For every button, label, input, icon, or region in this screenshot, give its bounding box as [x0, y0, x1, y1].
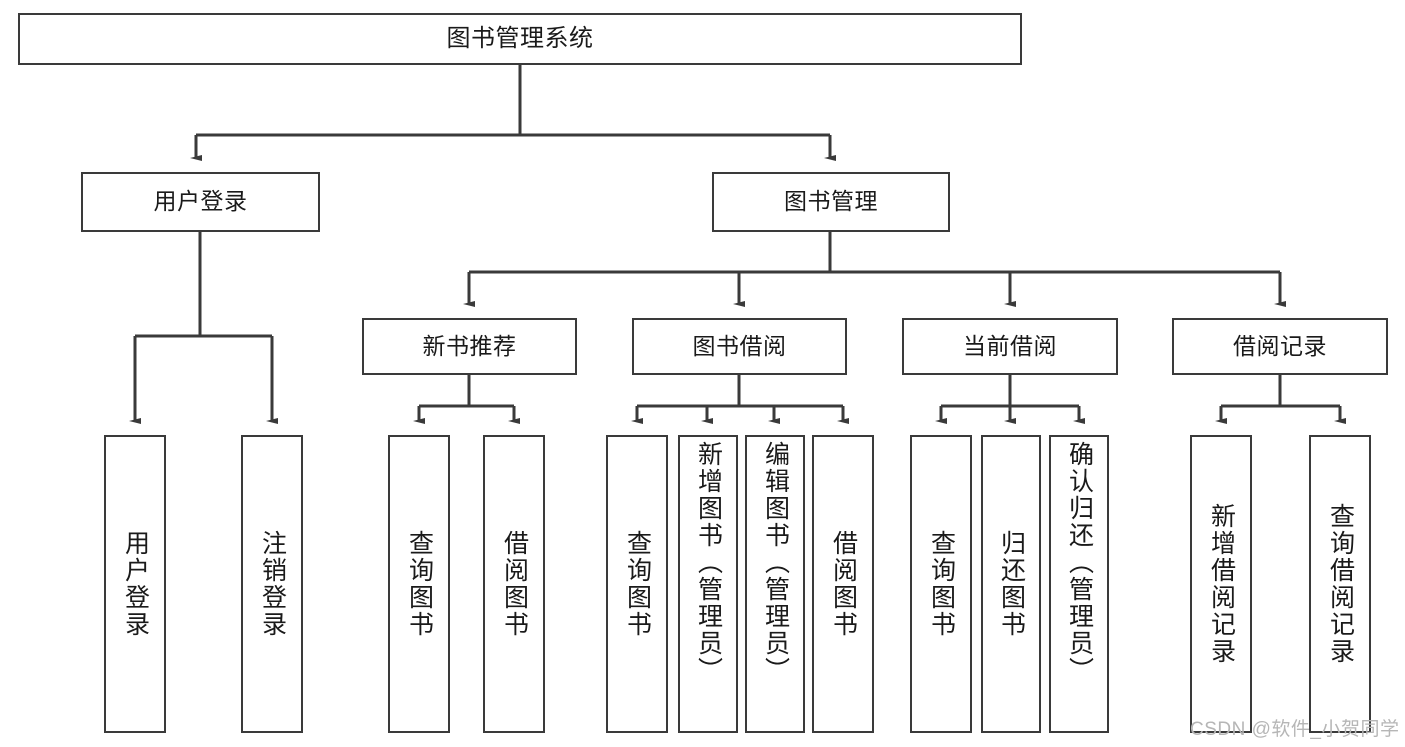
node-leaf-borrow-book-1-label: 借阅图书: [500, 530, 529, 638]
node-leaf-query-book-1[interactable]: 查询图书: [388, 435, 450, 733]
node-book-management[interactable]: 图书管理: [712, 172, 950, 232]
node-borrow-record[interactable]: 借阅记录: [1172, 318, 1388, 375]
watermark-label: CSDN @软件_小贺同学: [1190, 719, 1400, 740]
node-user-login[interactable]: 用户登录: [81, 172, 320, 232]
node-leaf-add-book[interactable]: 新增图书（管理员）: [678, 435, 738, 733]
node-leaf-user-logout-label: 注销登录: [258, 530, 287, 638]
node-book-borrow[interactable]: 图书借阅: [632, 318, 847, 375]
node-root[interactable]: 图书管理系统: [18, 13, 1022, 65]
node-leaf-return-book-label: 归还图书: [997, 530, 1026, 638]
node-current-borrow[interactable]: 当前借阅: [902, 318, 1118, 375]
node-leaf-borrow-book-1[interactable]: 借阅图书: [483, 435, 545, 733]
node-book-borrow-label: 图书借阅: [692, 332, 787, 359]
node-leaf-borrow-book-2-label: 借阅图书: [829, 530, 858, 638]
node-new-book-recommend-label: 新书推荐: [422, 332, 517, 359]
node-leaf-query-book-2-label: 查询图书: [623, 530, 652, 638]
node-current-borrow-label: 当前借阅: [963, 332, 1057, 359]
node-leaf-confirm-return-label: 确认归还（管理员）: [1065, 441, 1094, 684]
node-borrow-record-label: 借阅记录: [1233, 332, 1327, 359]
node-root-label: 图书管理系统: [446, 24, 594, 52]
node-leaf-return-book[interactable]: 归还图书: [981, 435, 1041, 733]
node-leaf-query-book-3-label: 查询图书: [927, 530, 956, 638]
node-leaf-confirm-return[interactable]: 确认归还（管理员）: [1049, 435, 1109, 733]
node-leaf-query-record-label: 查询借阅记录: [1326, 503, 1355, 665]
node-leaf-user-login-label: 用户登录: [121, 530, 150, 638]
node-leaf-add-book-label: 新增图书（管理员）: [694, 441, 723, 684]
node-leaf-edit-book-label: 编辑图书（管理员）: [761, 441, 790, 684]
node-leaf-user-logout[interactable]: 注销登录: [241, 435, 303, 733]
node-book-management-label: 图书管理: [784, 188, 878, 215]
node-leaf-edit-book[interactable]: 编辑图书（管理员）: [745, 435, 805, 733]
node-leaf-query-book-1-label: 查询图书: [405, 530, 434, 638]
node-leaf-query-record[interactable]: 查询借阅记录: [1309, 435, 1371, 733]
node-leaf-add-record-label: 新增借阅记录: [1207, 503, 1236, 665]
node-leaf-add-record[interactable]: 新增借阅记录: [1190, 435, 1252, 733]
node-leaf-borrow-book-2[interactable]: 借阅图书: [812, 435, 874, 733]
node-leaf-user-login[interactable]: 用户登录: [104, 435, 166, 733]
node-leaf-query-book-2[interactable]: 查询图书: [606, 435, 668, 733]
node-user-login-label: 用户登录: [153, 188, 248, 215]
node-new-book-recommend[interactable]: 新书推荐: [362, 318, 577, 375]
node-leaf-query-book-3[interactable]: 查询图书: [910, 435, 972, 733]
